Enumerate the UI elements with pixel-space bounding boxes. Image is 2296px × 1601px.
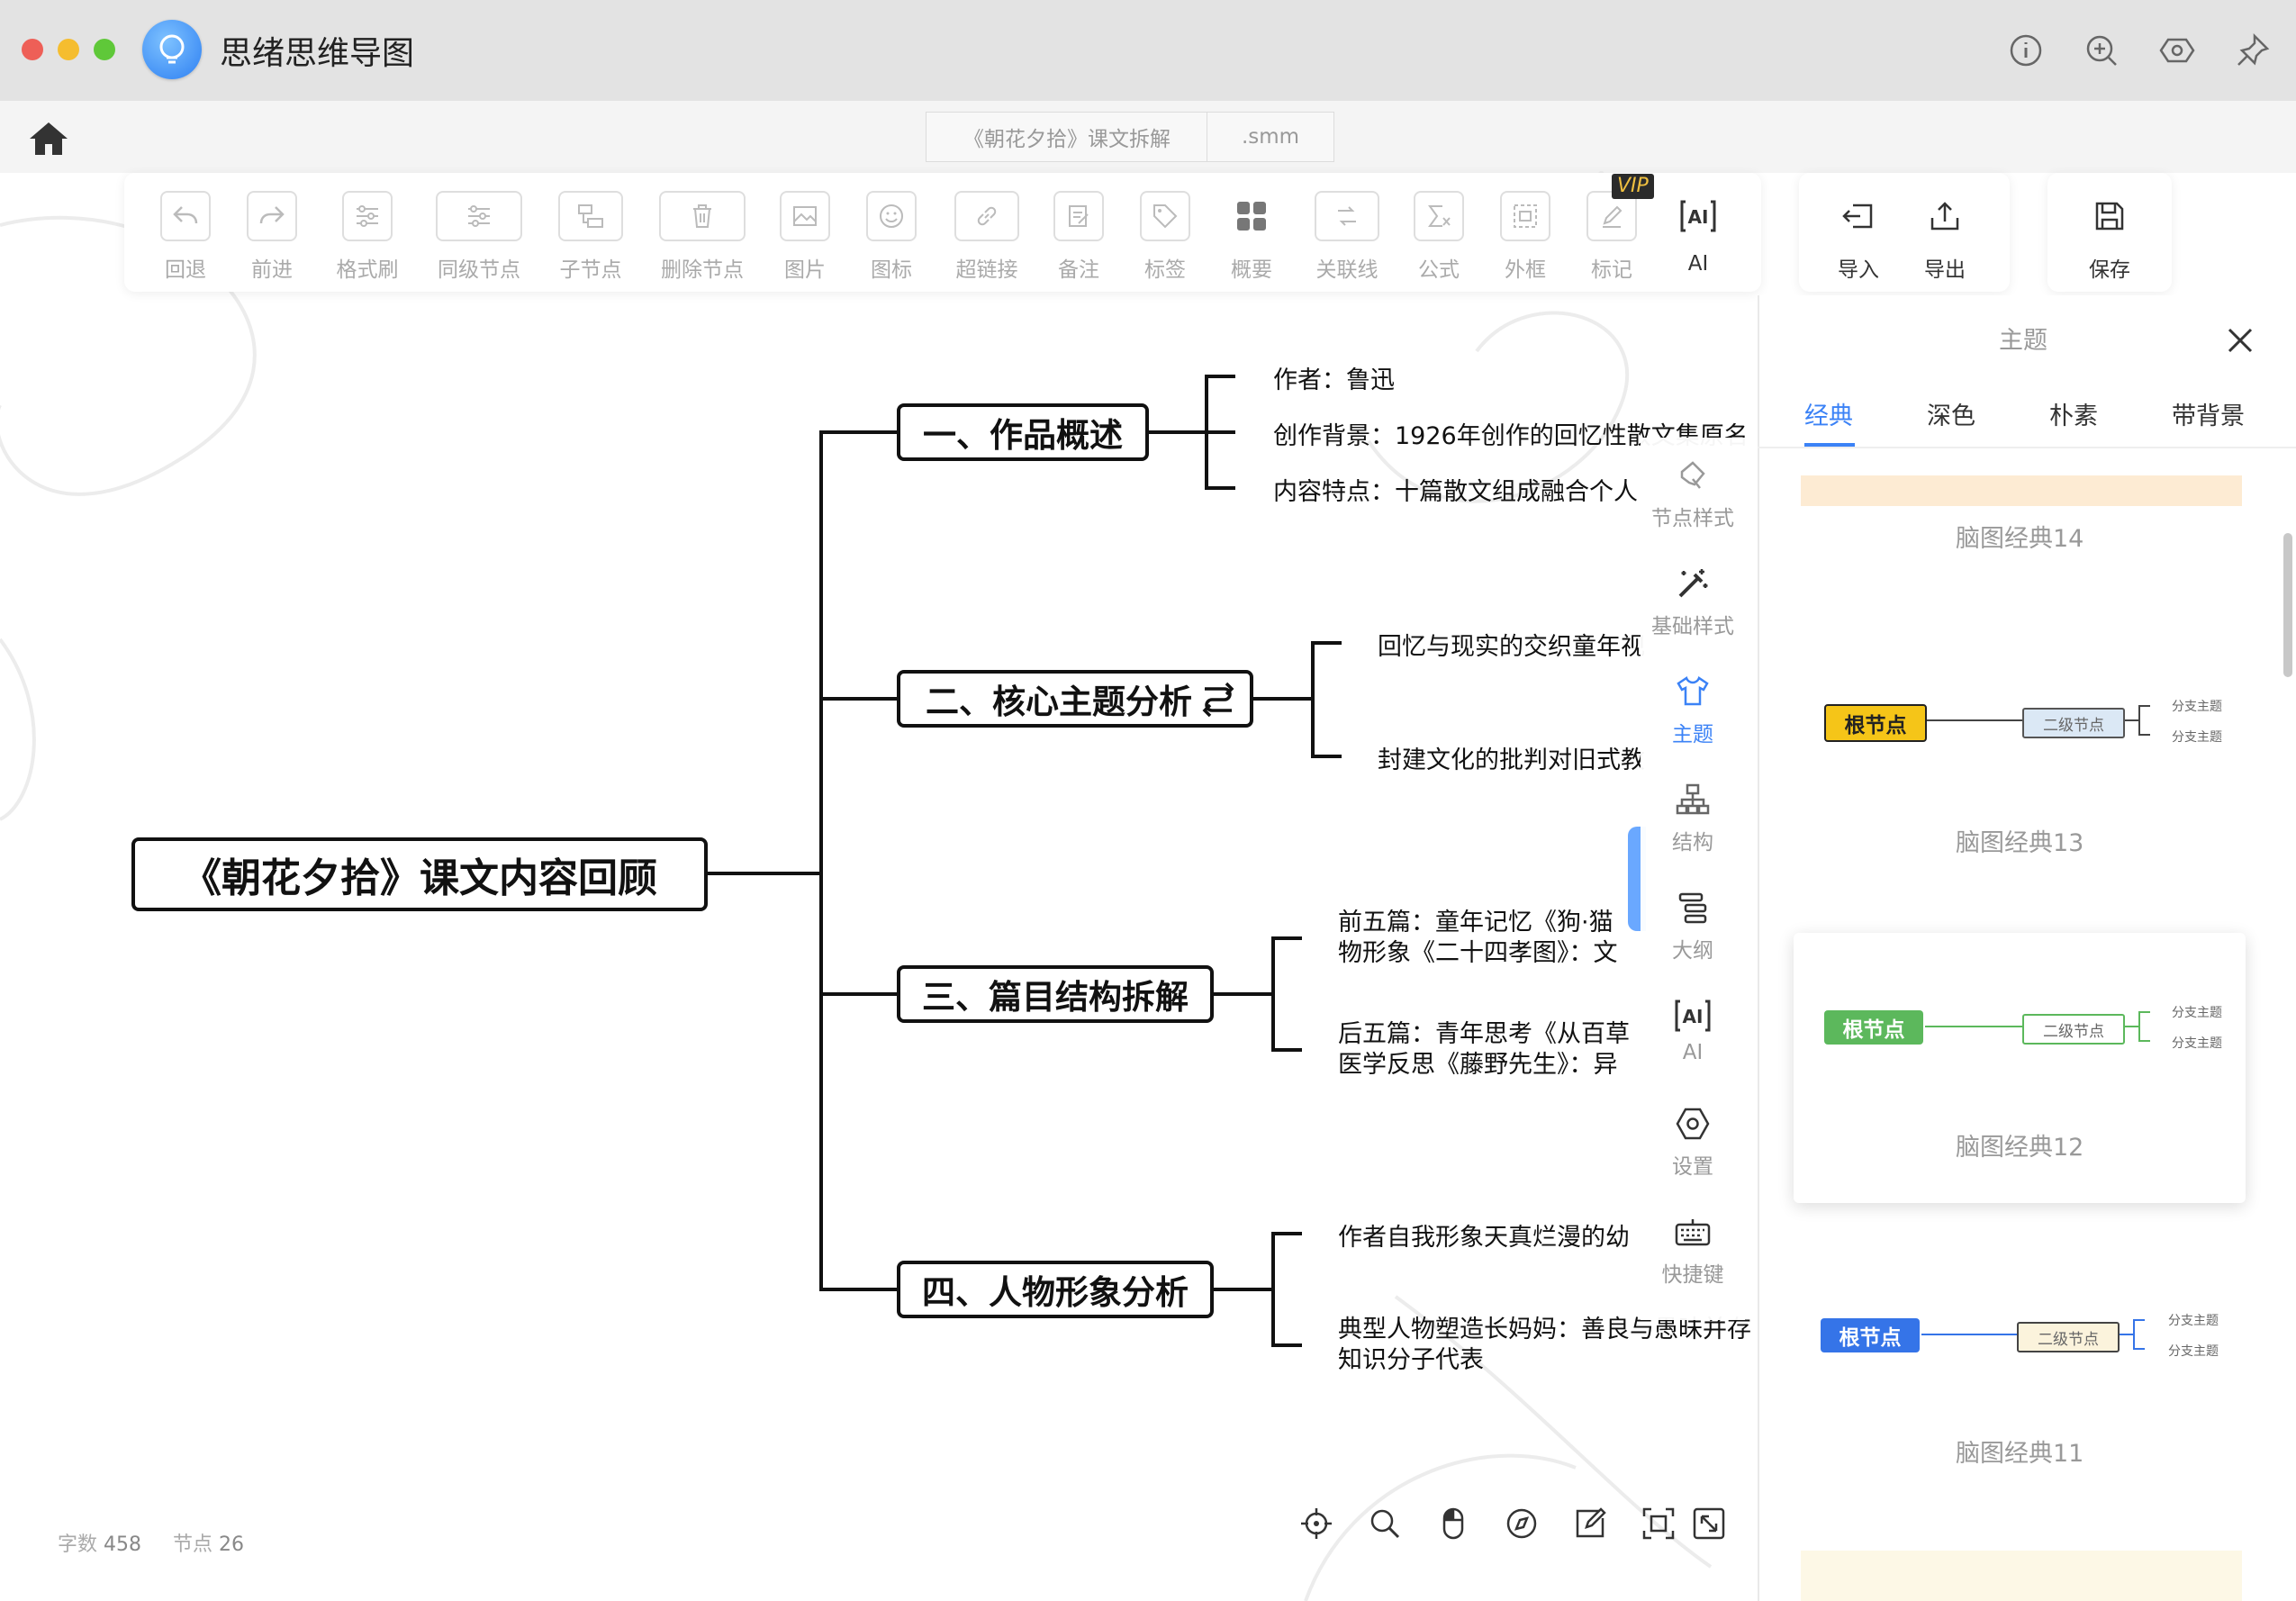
- undo-button[interactable]: 回退: [158, 191, 212, 283]
- import-export-group: [1799, 173, 2010, 292]
- leaf-node[interactable]: 前五篇：童年记忆《狗·猫 物形象《二十四孝图》：文: [1338, 909, 1618, 967]
- theme-card-preview[interactable]: 根节点 二级节点 分支主题 分支主题: [1801, 1280, 2242, 1388]
- theme-menu-item[interactable]: 主题: [1641, 674, 1745, 747]
- leaf-node[interactable]: 作者：鲁迅: [1273, 366, 1395, 394]
- svg-text:AI: AI: [1683, 1006, 1704, 1027]
- relation-link-icon: [1202, 682, 1234, 718]
- close-window-button[interactable]: [22, 39, 43, 60]
- outline-icon: [1678, 892, 1707, 924]
- theme-card-label: 脑图经典11: [1956, 1440, 2084, 1468]
- edit-icon[interactable]: [1572, 1506, 1608, 1542]
- tab-background[interactable]: 带背景: [2172, 403, 2245, 430]
- root-node[interactable]: 《朝花夕拾》课文内容回顾: [131, 837, 708, 911]
- panel-title: 主题: [1999, 327, 2047, 355]
- hyperlink-button[interactable]: 超链接: [951, 191, 1023, 283]
- node-style-menu-item[interactable]: 节点样式: [1641, 457, 1745, 531]
- outline-menu-item[interactable]: 大纲: [1641, 890, 1745, 963]
- formula-button[interactable]: 公式: [1412, 191, 1466, 283]
- title-bar: [0, 0, 2296, 101]
- delete-node-button[interactable]: 删除节点: [655, 191, 749, 283]
- child-node-button[interactable]: 子节点: [555, 191, 627, 283]
- structure-icon: [1676, 783, 1710, 815]
- base-style-menu-item[interactable]: 基础样式: [1641, 565, 1745, 639]
- branch-node[interactable]: 二、核心主题分析: [897, 670, 1253, 728]
- zoom-in-icon[interactable]: [2084, 32, 2120, 68]
- leaf-node[interactable]: 典型人物塑造长妈妈：善良与愚昧并存 知识分子代表: [1338, 1316, 1751, 1374]
- note-button[interactable]: 备注: [1052, 191, 1106, 283]
- theme-card-label: 脑图经典14: [1956, 525, 2084, 553]
- import-button[interactable]: 导入: [1831, 191, 1885, 283]
- theme-card-label: 脑图经典12: [1956, 1134, 2084, 1162]
- minimize-window-button[interactable]: [58, 39, 79, 60]
- node-style-icon: [1680, 461, 1705, 489]
- locate-icon[interactable]: [1298, 1506, 1334, 1542]
- app-title: 思绪思维导图: [220, 35, 415, 72]
- mouse-icon[interactable]: [1435, 1506, 1471, 1542]
- magic-wand-icon: [1678, 569, 1708, 598]
- redo-button[interactable]: 前进: [245, 191, 299, 283]
- leaf-layer: 作者：鲁迅 创作背景：1926年创作的回忆性散文集原名 内容特点：十篇散文组成融…: [1273, 366, 1751, 1374]
- tab-dark[interactable]: 深色: [1927, 403, 1975, 430]
- node-count: 节点 26: [173, 1533, 245, 1556]
- search-icon[interactable]: [1367, 1506, 1403, 1542]
- export-button[interactable]: 导出: [1918, 191, 1972, 283]
- leaf-node[interactable]: 内容特点：十篇散文组成融合个人: [1273, 478, 1638, 506]
- relation-line-button[interactable]: 关联线: [1311, 191, 1383, 283]
- main-toolbar: [124, 173, 1761, 292]
- marker-button[interactable]: 标记: [1585, 191, 1639, 283]
- home-icon[interactable]: [27, 120, 70, 158]
- branch-node[interactable]: 四、人物形象分析: [897, 1261, 1214, 1318]
- sibling-node-button[interactable]: 同级节点: [432, 191, 526, 283]
- format-painter-button[interactable]: 格式刷: [331, 191, 403, 283]
- info-icon[interactable]: [2008, 32, 2044, 68]
- theme-card-preview[interactable]: 根节点 二级节点 分支主题 分支主题: [1801, 666, 2242, 774]
- zoom-window-button[interactable]: [94, 39, 115, 60]
- structure-menu-item[interactable]: 结构: [1641, 782, 1745, 855]
- fit-screen-icon[interactable]: [1641, 1506, 1677, 1542]
- tag-button[interactable]: 标签: [1138, 191, 1192, 283]
- save-button[interactable]: 保存: [2083, 191, 2137, 283]
- settings-hex-icon[interactable]: [2159, 32, 2195, 68]
- shortcuts-menu-item[interactable]: 快捷键: [1641, 1214, 1745, 1288]
- keyboard-icon: [1675, 1219, 1711, 1246]
- icon-button[interactable]: 图标: [864, 191, 918, 283]
- image-button[interactable]: 图片: [778, 191, 832, 283]
- app-logo-icon: [142, 20, 202, 79]
- compass-icon[interactable]: [1504, 1506, 1540, 1542]
- save-group: [2047, 173, 2172, 292]
- active-tab-underline: [1804, 443, 1855, 447]
- tab-classic[interactable]: 经典: [1804, 403, 1853, 430]
- word-count: 字数 458: [58, 1533, 142, 1556]
- theme-card-preview[interactable]: [1801, 475, 2242, 506]
- leaf-node[interactable]: 作者自我形象天真烂漫的幼: [1338, 1224, 1630, 1252]
- mindmap-connectors: [708, 375, 1342, 1347]
- settings-icon: [1676, 1108, 1710, 1140]
- vip-badge: VIP: [1612, 174, 1654, 199]
- fullscreen-icon[interactable]: [1691, 1506, 1727, 1542]
- branch-node[interactable]: 三、篇目结构拆解: [897, 965, 1214, 1023]
- ai-toolbar-button[interactable]: AI AI: [1671, 191, 1725, 276]
- theme-card-preview[interactable]: [1801, 1551, 2242, 1601]
- branch-node[interactable]: 一、作品概述: [897, 403, 1149, 461]
- settings-menu-item[interactable]: 设置: [1641, 1106, 1745, 1180]
- leaf-node[interactable]: 回忆与现实的交织童年视: [1378, 633, 1645, 661]
- tab-plain[interactable]: 朴素: [2049, 403, 2098, 430]
- theme-card-selected[interactable]: 根节点 二级节点 分支主题 分支主题 脑图经典12: [1794, 933, 2246, 1203]
- summary-button[interactable]: 概要: [1225, 191, 1279, 283]
- theme-card-label: 脑图经典13: [1956, 829, 2084, 857]
- pin-icon[interactable]: [2235, 32, 2271, 68]
- tshirt-icon: [1677, 676, 1709, 706]
- panel-scrollbar[interactable]: [2283, 533, 2292, 677]
- ai-menu-item[interactable]: AI AI: [1641, 998, 1745, 1064]
- leaf-node[interactable]: 后五篇：青年思考《从百草 医学反思《藤野先生》：异: [1338, 1020, 1630, 1079]
- tab-divider: [1758, 447, 2296, 448]
- file-extension: .smm: [1207, 112, 1334, 162]
- leaf-node[interactable]: 封建文化的批判对旧式教: [1378, 746, 1645, 774]
- svg-text:AI: AI: [1688, 206, 1709, 228]
- file-name-field[interactable]: 《朝花夕拾》课文拆解: [926, 112, 1208, 162]
- close-icon[interactable]: [2224, 324, 2256, 357]
- ai-icon: AI: [1675, 999, 1711, 1032]
- outer-frame-button[interactable]: 外框: [1498, 191, 1552, 283]
